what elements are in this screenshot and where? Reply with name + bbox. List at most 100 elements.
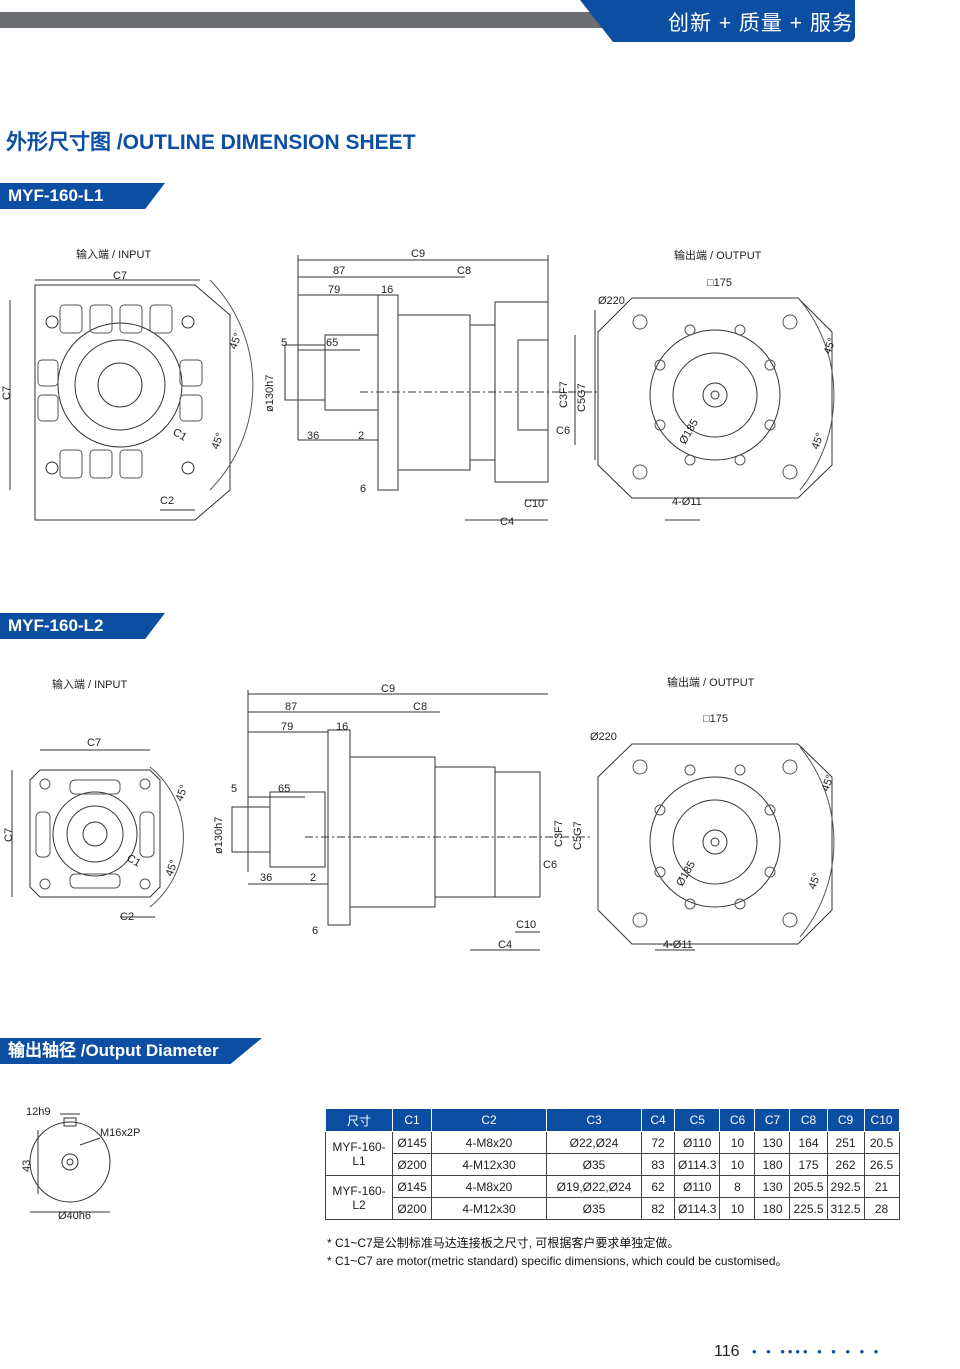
table-cell: 180 [754,1197,791,1220]
svg-text:87: 87 [285,701,297,713]
header-tab [580,0,855,42]
col-header: C2 [431,1108,547,1132]
diameter-label: Ø40h6 [58,1210,91,1222]
model-badge-l2: MYF-160-L2 [0,613,165,639]
page-dots: • • •••• • • • • • [752,1344,882,1359]
key-width-label: 12h9 [26,1106,50,1118]
table-cell: 4-M12x30 [431,1153,547,1176]
table-cell: 10 [719,1197,756,1220]
table-cell: Ø145 [392,1131,432,1154]
table-row: Ø200 4-M12x30 Ø35 82 Ø114.3 10 180 225.5… [326,1197,900,1220]
svg-text:Ø185: Ø185 [677,417,701,446]
note-chinese: * C1~C7是公制标准马达连接板之尺寸, 可根据客户要求单独定做。 [327,1236,680,1250]
svg-text:45°: 45° [807,871,824,891]
output-flange-outline-l2 [597,743,833,945]
svg-text:C1: C1 [125,852,143,869]
table-cell: Ø19,Ø22,Ø24 [546,1175,642,1198]
table-cell: Ø145 [392,1175,432,1198]
output-flange-outline [597,297,833,499]
svg-text:C6: C6 [556,425,570,437]
col-header: C9 [826,1108,865,1132]
table-row: MYF-160-L2 Ø145 4-M8x20 Ø19,Ø22,Ø24 62 Ø… [325,1175,900,1220]
table-cell: Ø35 [546,1153,642,1176]
col-header: C7 [754,1108,791,1132]
shaft-circle [29,1121,111,1203]
col-header: 尺寸 [325,1108,393,1132]
svg-text:45°: 45° [820,773,837,793]
thread-label: M16x2P [100,1127,140,1139]
svg-text:16: 16 [336,721,348,733]
drawing-l1: 输入端 / INPUT C7 C7 C1 C2 45° 45° C9 87 C8… [1,247,839,528]
svg-text:2: 2 [310,872,316,884]
table-cell: 4-M8x20 [431,1131,547,1154]
model-cell: MYF-160-L2 [325,1175,393,1220]
svg-text:输出端 / OUTPUT: 输出端 / OUTPUT [674,248,762,262]
table-cell: 292.5 [826,1175,865,1198]
header-slogan: 创新 + 质量 + 服务 [668,12,854,35]
col-header: C6 [719,1108,756,1132]
model-badge-l1: MYF-160-L1 [0,183,165,209]
svg-text:45°: 45° [810,431,827,451]
svg-text:ø130h7: ø130h7 [264,375,276,412]
input-flange-outline [34,284,231,521]
table-cell: 28 [863,1197,900,1220]
table-cell: 205.5 [789,1175,828,1198]
svg-text:输入端 / INPUT: 输入端 / INPUT [52,677,127,691]
table-cell: 26.5 [863,1153,900,1176]
dimension-table: 尺寸 C1 C2 C3 C4 C5 C6 C7 C8 C9 C10 MYF-16… [325,1108,900,1220]
svg-text:6: 6 [360,483,366,495]
svg-text:C7: C7 [3,828,15,842]
col-header: C5 [673,1108,721,1132]
svg-text:C5G7: C5G7 [576,383,588,412]
svg-text:C7: C7 [1,386,13,400]
svg-text:65: 65 [278,783,290,795]
table-cell: 83 [641,1153,675,1176]
svg-text:C2: C2 [120,911,134,923]
table-cell: Ø114.3 [673,1153,721,1176]
output-diameter-badge: 输出轴径 /Output Diameter [0,1038,262,1064]
svg-text:79: 79 [281,721,293,733]
input-bore-outer [57,322,183,448]
svg-text:Ø185: Ø185 [674,859,698,888]
svg-text:输入端 / INPUT: 输入端 / INPUT [76,247,151,261]
table-header-row: 尺寸 C1 C2 C3 C4 C5 C6 C7 C8 C9 C10 [325,1108,900,1132]
svg-text:45°: 45° [174,783,191,803]
table-cell: Ø114.3 [673,1197,721,1220]
table-cell: Ø200 [392,1197,432,1220]
svg-text:C4: C4 [500,516,514,528]
svg-text:6: 6 [312,925,318,937]
output-flange-l2 [494,771,541,898]
svg-text:C6: C6 [543,859,557,871]
mounting-plate-l2 [327,729,351,926]
table-row: MYF-160-L1 Ø145 4-M8x20 Ø22,Ø24 72 Ø110 … [325,1131,900,1176]
output-diameter-drawing: 12h9 M16x2P 43 Ø40h6 [21,1106,140,1222]
table-cell: 21 [863,1175,900,1198]
svg-text:C8: C8 [457,265,471,277]
svg-text:2: 2 [358,430,364,442]
model-cell: MYF-160-L1 [325,1131,393,1176]
table-cell: 4-M8x20 [431,1175,547,1198]
table-cell: 175 [789,1153,828,1176]
table-cell: Ø110 [673,1131,721,1154]
svg-text:C9: C9 [411,248,425,260]
svg-text:C7: C7 [87,737,101,749]
svg-text:C2: C2 [160,495,174,507]
table-cell: 72 [641,1131,675,1154]
svg-text:C5G7: C5G7 [572,821,584,850]
header-bar [0,12,610,28]
col-header: C10 [863,1108,900,1132]
svg-text:79: 79 [328,284,340,296]
svg-text:C10: C10 [524,498,544,510]
note-english: * C1~C7 are motor(metric standard) speci… [327,1254,788,1268]
page-number: 116 [714,1343,740,1360]
input-shaft [284,344,326,401]
svg-text:4-Ø11: 4-Ø11 [672,496,702,508]
table-cell: 180 [754,1153,791,1176]
svg-text:5: 5 [281,337,287,349]
svg-text:C8: C8 [413,701,427,713]
svg-text:36: 36 [260,872,272,884]
svg-text:45°: 45° [228,331,245,351]
table-cell: Ø200 [392,1153,432,1176]
svg-text:45°: 45° [210,431,227,451]
